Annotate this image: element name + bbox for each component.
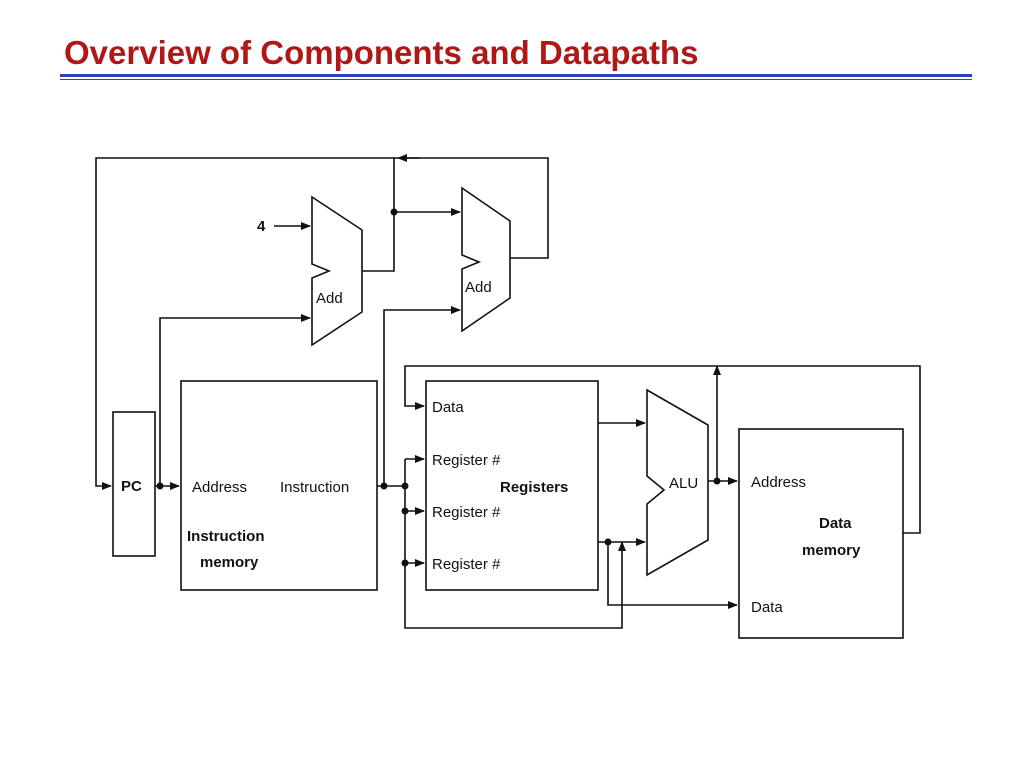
wire-instr-bottom-loop bbox=[404, 546, 623, 629]
adder-2-shape bbox=[461, 186, 511, 333]
wire-pc-to-adder1 bbox=[159, 314, 311, 486]
junction-dot bbox=[390, 208, 398, 216]
imem-name-line1: Instruction bbox=[187, 528, 265, 545]
junction-dot bbox=[401, 559, 409, 567]
dmem-name-line2: memory bbox=[802, 542, 861, 559]
regs-data-label: Data bbox=[432, 399, 464, 416]
adder-1-shape bbox=[311, 195, 363, 347]
dmem-address-label: Address bbox=[751, 474, 806, 491]
dmem-name-line1: Data bbox=[819, 515, 852, 532]
junction-dot bbox=[401, 507, 409, 515]
regs-reg2-label: Register # bbox=[432, 504, 501, 521]
dmem-data-label: Data bbox=[751, 599, 783, 616]
imem-address-label: Address bbox=[192, 479, 247, 496]
title-underline bbox=[60, 74, 972, 77]
alu-shape bbox=[646, 388, 709, 577]
adder-2-label: Add bbox=[465, 279, 492, 296]
instruction-memory-box bbox=[180, 380, 378, 591]
wire-regs-to-dmem-data bbox=[607, 542, 738, 609]
junction-dot bbox=[156, 482, 164, 490]
page-title: Overview of Components and Datapaths bbox=[64, 34, 699, 71]
registers-name: Registers bbox=[500, 479, 568, 496]
wire-adder2-out-top bbox=[398, 157, 549, 259]
constant-4-label: 4 bbox=[257, 218, 266, 235]
wire-adder1-out bbox=[362, 157, 395, 272]
registers-box bbox=[425, 380, 599, 591]
regs-reg1-label: Register # bbox=[432, 452, 501, 469]
junction-dot bbox=[604, 538, 612, 546]
junction-dot bbox=[380, 482, 388, 490]
data-memory-box bbox=[738, 428, 904, 639]
imem-instruction-label: Instruction bbox=[280, 479, 349, 496]
junction-dot bbox=[401, 482, 409, 490]
imem-name-line2: memory bbox=[200, 554, 259, 571]
regs-reg3-label: Register # bbox=[432, 556, 501, 573]
pc-label: PC bbox=[121, 478, 142, 495]
adder-1-label: Add bbox=[316, 290, 343, 307]
wire-writeback-loop bbox=[404, 365, 921, 534]
wire-instr-to-adder2 bbox=[383, 306, 461, 486]
pc-box bbox=[112, 411, 156, 557]
junction-dot bbox=[713, 477, 721, 485]
alu-label: ALU bbox=[669, 475, 698, 492]
wire-feedback-to-pc bbox=[95, 157, 398, 490]
title-underline-thin bbox=[60, 79, 972, 80]
